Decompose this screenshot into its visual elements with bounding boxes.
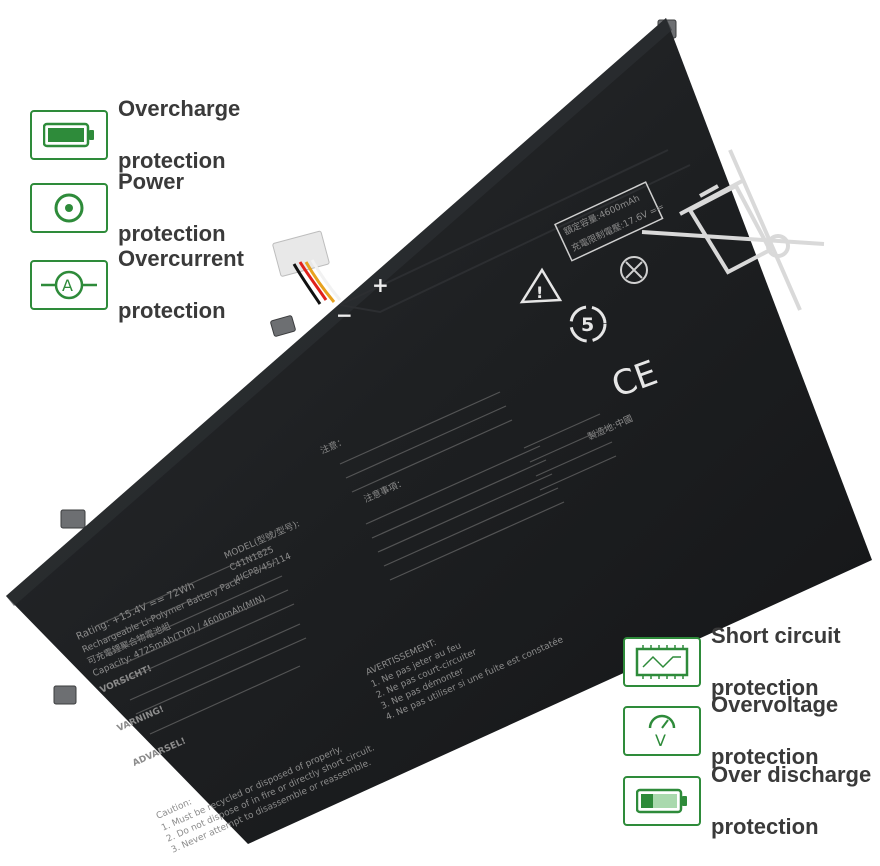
certification-mark-icon [620,256,648,284]
power-icon [30,183,108,233]
feature-short-circuit-label: Short circuit protection [711,597,841,727]
feature-overcharge-label: Overcharge protection [118,70,240,200]
warning-triangle-icon: ! [519,267,563,304]
recycle-5-icon: 5 [569,305,607,343]
feature-power: Power protection [30,143,226,273]
feature-line-2: protection [118,148,226,173]
crossed-bin-icon [641,149,825,311]
ammeter-icon: A [30,260,108,310]
feature-line-1: Overvoltage [711,692,839,717]
feature-overvoltage: V Overvoltage protection [623,666,838,796]
plus-terminal-mark: + [372,273,389,297]
ribbon-connector [272,230,342,305]
svg-text:!: ! [536,283,543,302]
feature-line-2: protection [711,744,819,769]
feature-overvoltage-label: Overvoltage protection [711,666,838,796]
feature-line-1: Power [118,169,185,194]
battery-full-icon [30,110,108,160]
recycle-number: 5 [581,314,594,336]
battery-low-icon [623,776,701,826]
feature-over-discharge-label: Over discharge protection [711,736,871,866]
feature-line-1: Over discharge [711,762,872,787]
svg-text:A: A [62,276,73,295]
feature-line-1: Overcurrent [118,246,244,271]
minus-terminal-mark: − [336,303,353,327]
feature-line-2: protection [118,221,226,246]
feature-overcurrent-label: Overcurrent protection [118,220,244,350]
feature-line-1: Short circuit [711,623,841,648]
voltmeter-icon: V [623,706,701,756]
feature-line-2: protection [711,814,819,839]
svg-text:V: V [655,731,666,750]
feature-power-label: Power protection [118,143,226,273]
circuit-board-icon [623,637,701,687]
feature-short-circuit: Short circuit protection [623,597,841,727]
feature-line-1: Overcharge [118,96,241,121]
feature-over-discharge: Over discharge protection [623,736,871,866]
feature-line-2: protection [711,675,819,700]
fine-print-lines [95,391,617,735]
feature-overcurrent: A Overcurrent protection [30,220,244,350]
feature-overcharge: Overcharge protection [30,70,240,200]
feature-line-2: protection [118,298,226,323]
